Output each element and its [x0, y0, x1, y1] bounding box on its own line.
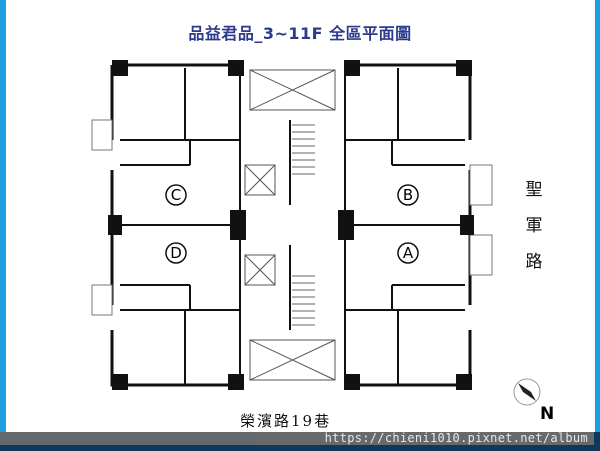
unit-a-marker: A	[397, 242, 419, 264]
unit-label-b: B	[403, 186, 413, 204]
watermark-bar: https://chieni1010.pixnet.net/album	[0, 431, 594, 445]
unit-b-marker: B	[397, 184, 419, 206]
watermark-url: https://chieni1010.pixnet.net/album	[324, 431, 588, 445]
compass-icon	[513, 378, 541, 406]
unit-label-c: C	[171, 186, 181, 204]
frame-left	[0, 0, 6, 451]
unit-d-marker: D	[165, 242, 187, 264]
unit-label-d: D	[170, 244, 182, 262]
page-title: 品益君品_3~11F 全區平面圖	[188, 24, 412, 43]
unit-label-a: A	[403, 244, 414, 262]
street-char: 軍	[525, 216, 543, 236]
unit-c-marker: C	[165, 184, 187, 206]
street-label-bottom: 榮濱路19巷	[240, 412, 332, 430]
street-char: 聖	[525, 180, 543, 200]
street-char: 路	[525, 252, 543, 272]
frame-right	[595, 0, 600, 451]
street-label-right: 聖 軍 路	[522, 172, 546, 280]
compass-north-label: N	[540, 404, 555, 424]
